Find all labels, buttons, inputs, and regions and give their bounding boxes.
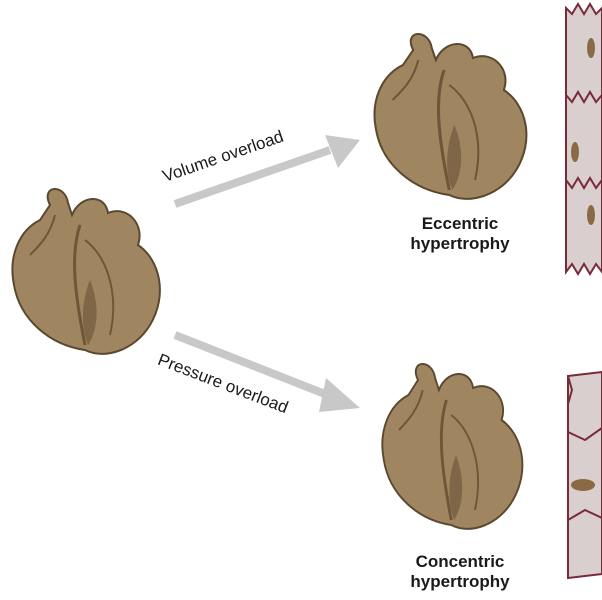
eccentric-subtitle: hypertrophy [370, 234, 550, 254]
eccentric-heart-icon [375, 34, 527, 199]
normal-heart-icon [12, 189, 159, 354]
eccentric-hypertrophy-label: Eccentric hypertrophy [370, 214, 550, 254]
concentric-subtitle: hypertrophy [370, 572, 550, 592]
concentric-heart-icon [382, 364, 522, 529]
eccentric-cells-icon [566, 4, 602, 274]
concentric-hypertrophy-label: Concentric hypertrophy [370, 552, 550, 592]
concentric-title: Concentric [370, 552, 550, 572]
eccentric-title: Eccentric [370, 214, 550, 234]
concentric-cells-icon [568, 372, 602, 578]
